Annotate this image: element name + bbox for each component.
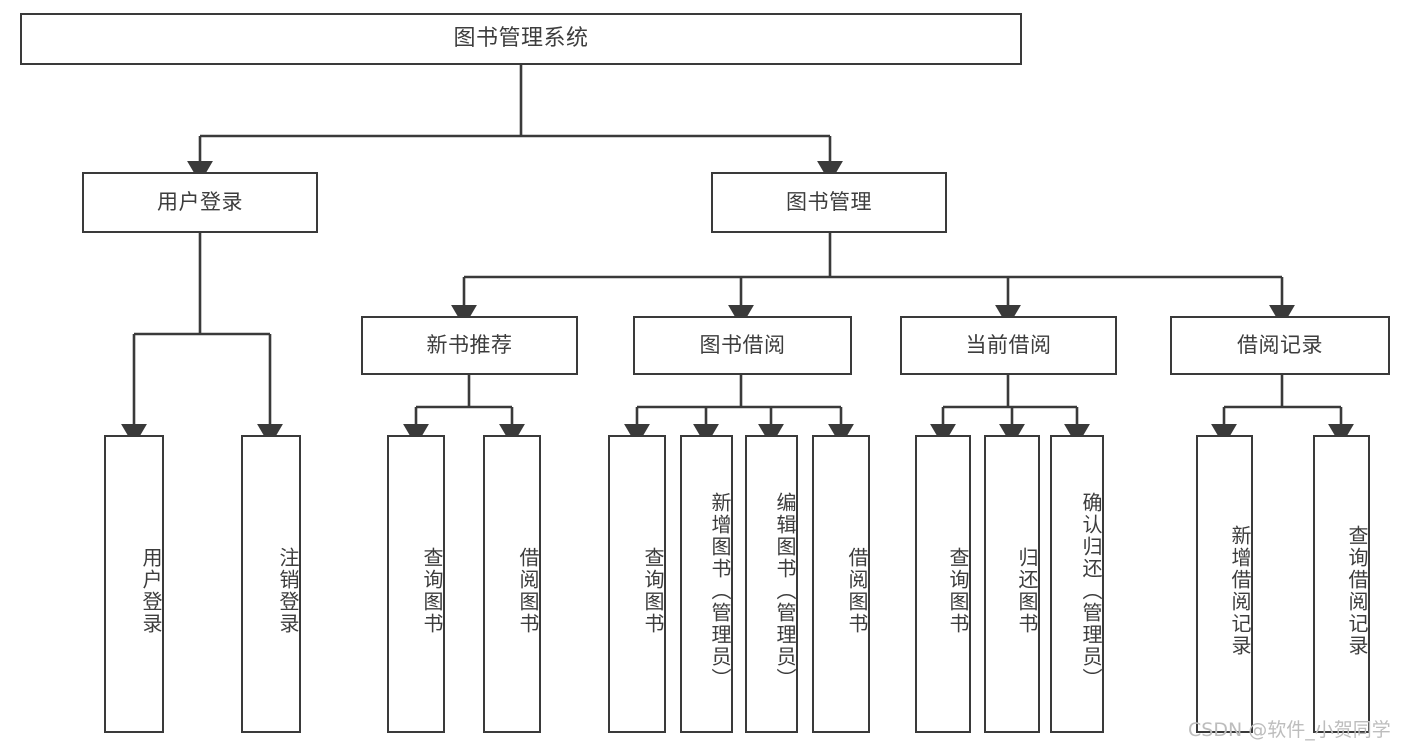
leaf-user-login[interactable]: 用户登录 bbox=[104, 435, 164, 733]
watermark-text: CSDN @软件_小贺同学 bbox=[1188, 719, 1391, 741]
node-book-management[interactable]: 图书管理 bbox=[711, 172, 947, 233]
node-book-borrow[interactable]: 图书借阅 bbox=[633, 316, 852, 375]
leaf-confirm-return-admin[interactable]: 确认归还（管理员） bbox=[1050, 435, 1104, 733]
leaf-edit-book-admin[interactable]: 编辑图书（管理员） bbox=[745, 435, 798, 733]
node-new-book-recommend[interactable]: 新书推荐 bbox=[361, 316, 578, 375]
leaf-borrow-book[interactable]: 借阅图书 bbox=[812, 435, 870, 733]
leaf-query-book-borrow[interactable]: 查询图书 bbox=[608, 435, 666, 733]
node-borrow-record[interactable]: 借阅记录 bbox=[1170, 316, 1390, 375]
leaf-return-book[interactable]: 归还图书 bbox=[984, 435, 1040, 733]
leaf-query-book-newbook[interactable]: 查询图书 bbox=[387, 435, 445, 733]
leaf-query-book-current[interactable]: 查询图书 bbox=[915, 435, 971, 733]
leaf-query-borrow-record[interactable]: 查询借阅记录 bbox=[1313, 435, 1370, 733]
leaf-add-borrow-record[interactable]: 新增借阅记录 bbox=[1196, 435, 1253, 733]
leaf-borrow-book-newbook[interactable]: 借阅图书 bbox=[483, 435, 541, 733]
leaf-add-book-admin[interactable]: 新增图书（管理员） bbox=[680, 435, 733, 733]
leaf-logout[interactable]: 注销登录 bbox=[241, 435, 301, 733]
node-root-system[interactable]: 图书管理系统 bbox=[20, 13, 1022, 65]
node-current-borrow[interactable]: 当前借阅 bbox=[900, 316, 1117, 375]
node-user-login[interactable]: 用户登录 bbox=[82, 172, 318, 233]
